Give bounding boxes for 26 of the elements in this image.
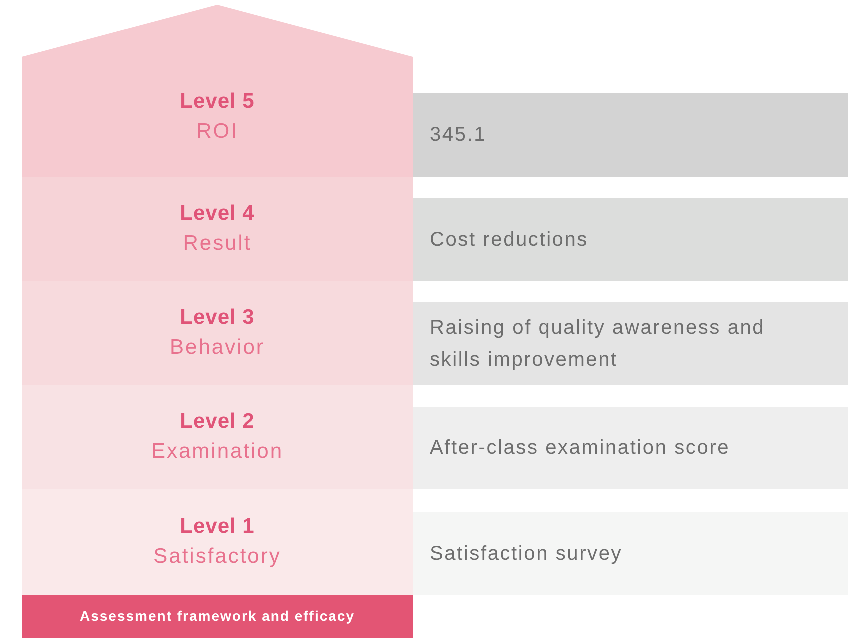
result-text: Cost reductions [430,228,588,252]
result-bar [413,302,848,385]
level-title: Level 5 [180,89,255,115]
level-band [22,177,413,281]
result-text: Satisfaction survey [430,542,623,566]
level-title: Level 2 [180,409,255,435]
level-name: Examination [151,439,284,465]
level-name: Satisfactory [154,544,282,570]
level-band [22,385,413,489]
level-name: Result [183,231,252,257]
result-bar [413,198,848,281]
level-name: ROI [196,119,238,145]
result-text: 345.1 [430,123,487,148]
level-title: Level 1 [180,514,255,540]
result-text: After-class examination score [430,436,730,461]
level-band [22,281,413,385]
level-title: Level 4 [180,201,255,227]
result-bar [413,512,848,595]
footer-text: Assessment framework and efficacy [80,607,355,626]
result-bar [413,407,848,489]
result-text: Raising of quality awareness and skills improvement [430,316,766,372]
level-title: Level 3 [180,305,255,331]
footer-band [22,595,413,638]
level-name: Behavior [170,335,265,361]
level-band [22,489,413,595]
result-bar [413,93,848,177]
